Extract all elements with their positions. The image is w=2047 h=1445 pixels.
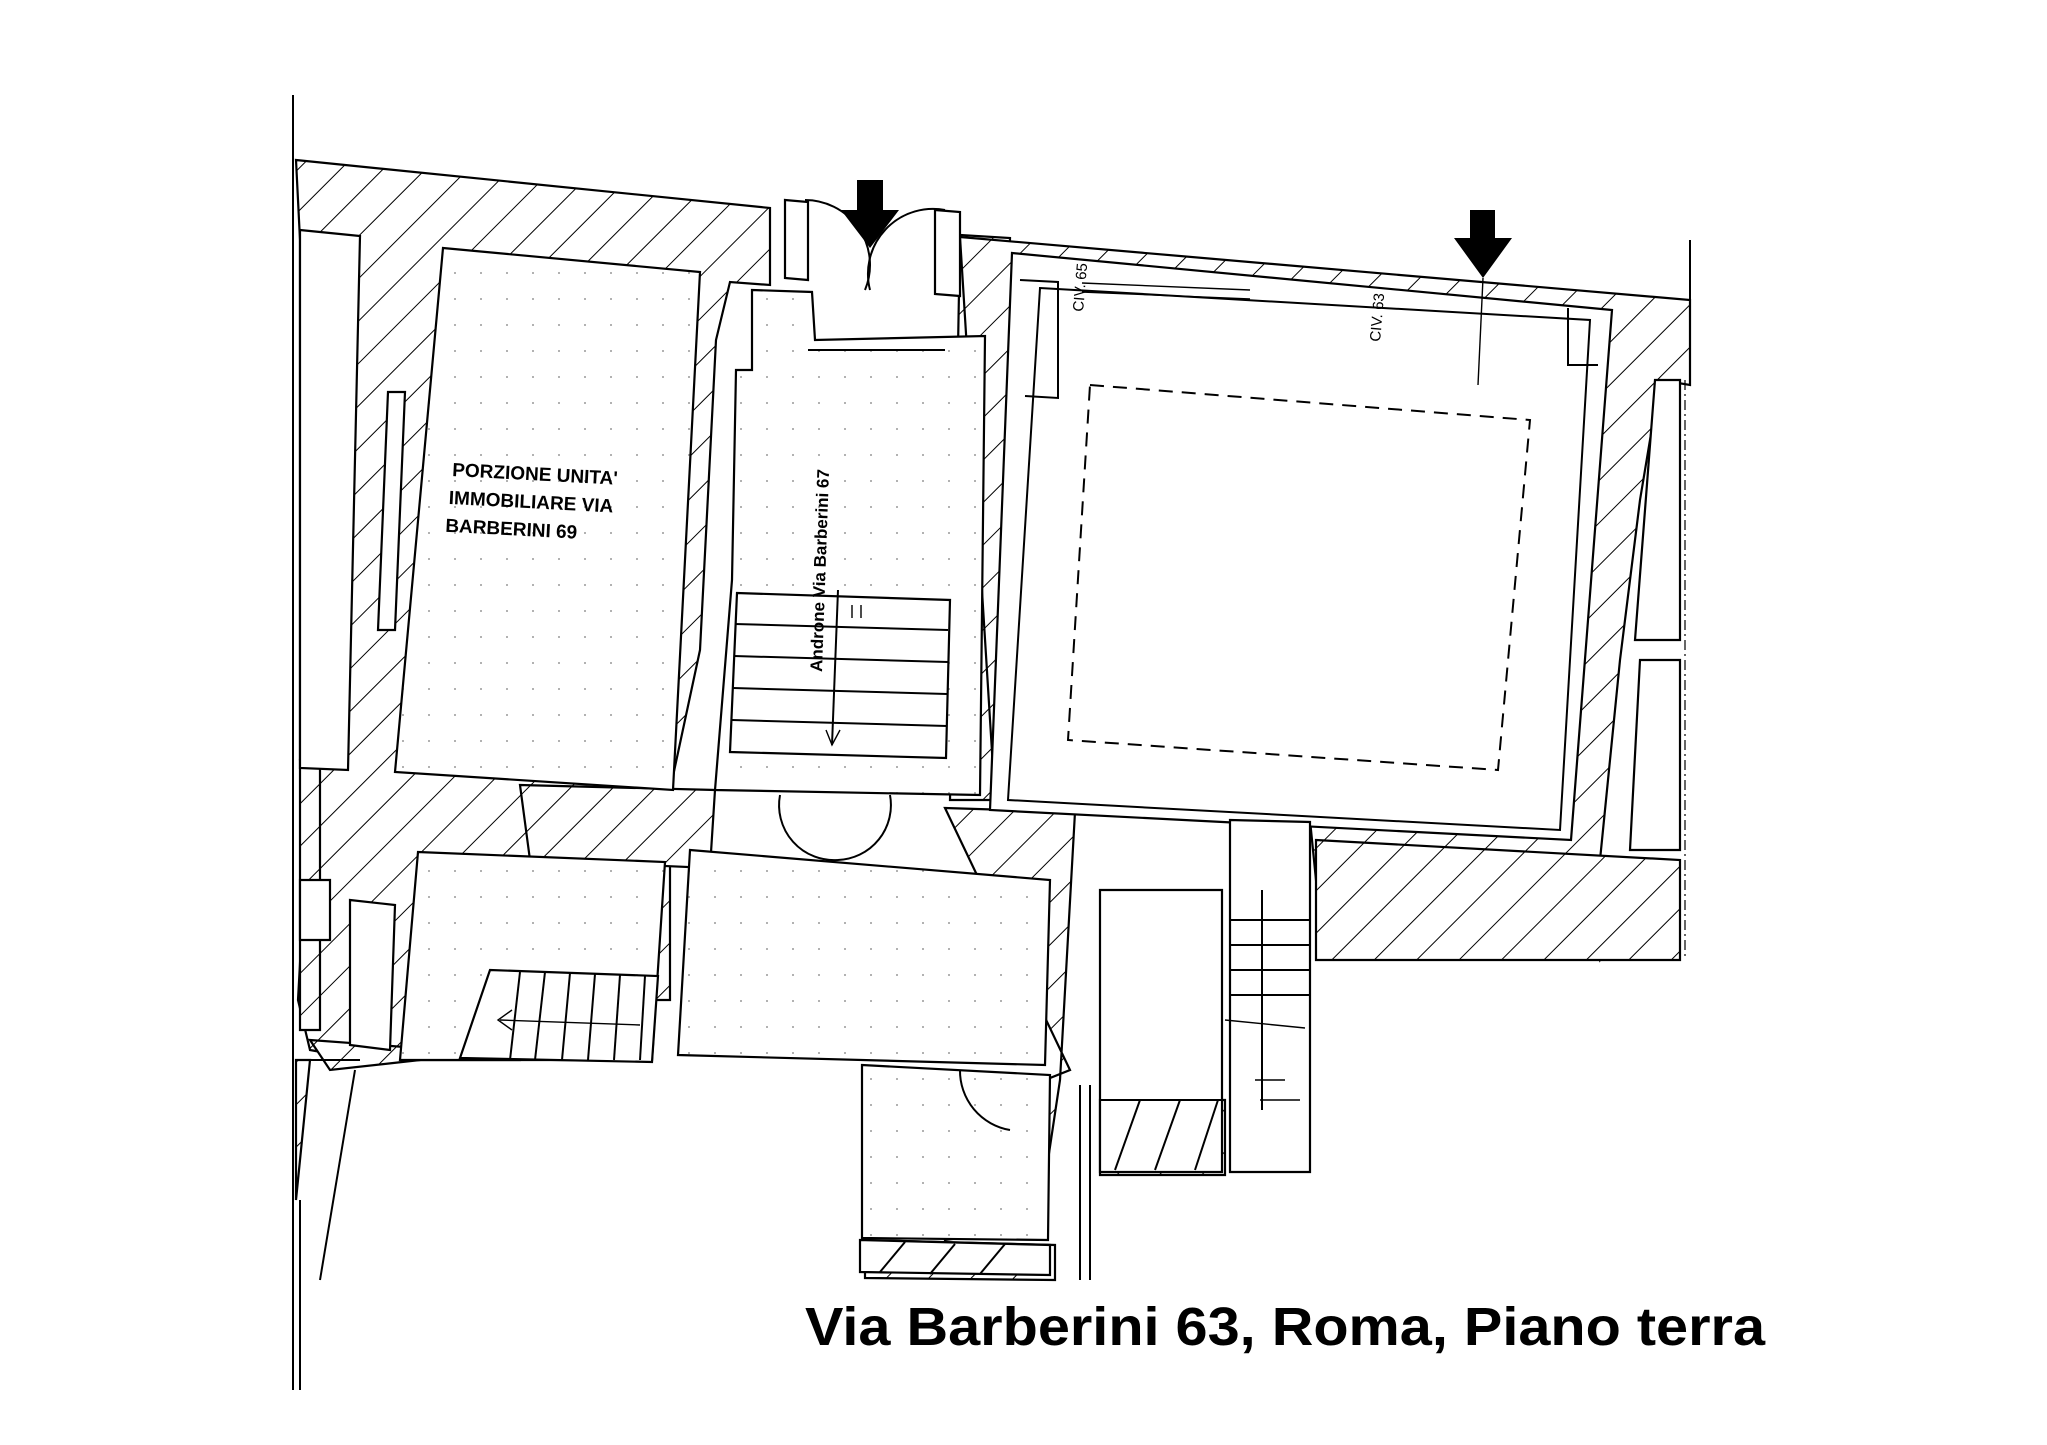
lower-doors: [778, 794, 892, 862]
room-lower-center: [676, 848, 1052, 1067]
entrance-arrow-right: [1454, 210, 1512, 386]
right-gutter: [1628, 240, 1691, 960]
left-openings: [298, 228, 407, 1052]
entrance-doors: [783, 198, 962, 351]
room-unit-69: [393, 246, 702, 792]
civ65-label: CIV. 65: [1070, 262, 1091, 312]
room-main-civ63: [988, 251, 1614, 842]
civ63-label: CIV. 63: [1367, 292, 1388, 342]
room-lower-bottom: [858, 1085, 1091, 1280]
left-bottom-lines: [299, 1059, 360, 1390]
dashed-outline: [1066, 383, 1532, 772]
caption-title: Via Barberini 63, Roma, Piano terra: [805, 1297, 1766, 1357]
androne-stairs: [728, 589, 952, 760]
room-lower-small: [860, 1063, 1052, 1242]
entrance-arrow-left: [841, 180, 899, 248]
room-lower-left: [398, 850, 667, 1064]
middle-storage: [1098, 888, 1224, 1174]
middle-stairs: [1224, 818, 1312, 1174]
